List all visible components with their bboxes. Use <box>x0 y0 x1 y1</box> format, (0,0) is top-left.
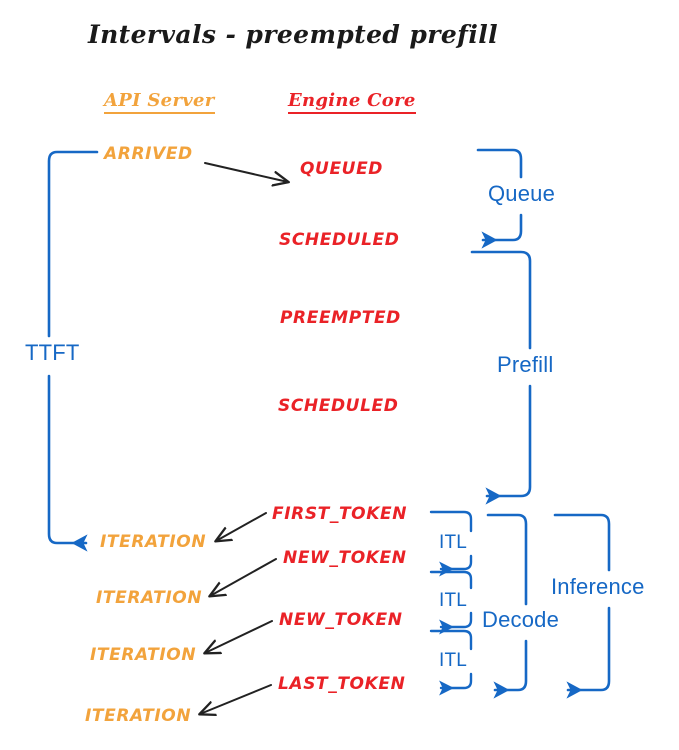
interval-label-queue: Queue <box>485 181 559 207</box>
state-arrived: ARRIVED <box>104 144 193 164</box>
column-header-engine-core-label: Engine Core <box>288 90 416 114</box>
interval-label-prefill: Prefill <box>494 352 557 378</box>
column-header-api-server-label: API Server <box>104 90 215 114</box>
state-new-token-2: NEW_TOKEN <box>279 610 403 630</box>
interval-label-inference: Inference <box>548 574 648 600</box>
state-scheduled-2: SCHEDULED <box>278 396 399 416</box>
state-scheduled-1: SCHEDULED <box>279 230 400 250</box>
column-header-api-server: API Server <box>104 90 215 114</box>
state-iteration-4: ITERATION <box>85 706 192 726</box>
decode-bracket <box>486 513 528 699</box>
interval-label-decode: Decode <box>479 607 563 633</box>
state-queued: QUEUED <box>300 159 383 179</box>
column-header-engine-core: Engine Core <box>288 90 416 114</box>
arrow-last-token-to-iteration-4 <box>200 684 272 714</box>
arrow-new-token-to-iteration-3 <box>205 620 273 653</box>
state-iteration-2: ITERATION <box>96 588 203 608</box>
arrow-first-token-to-iteration <box>216 512 267 541</box>
interval-label-ttft: TTFT <box>22 340 83 366</box>
state-new-token-1: NEW_TOKEN <box>283 548 407 568</box>
state-preempted: PREEMPTED <box>280 308 401 328</box>
interval-label-itl-3: ITL <box>437 650 470 672</box>
interval-label-itl-2: ITL <box>437 590 470 612</box>
inference-bracket <box>553 513 611 699</box>
state-iteration-3: ITERATION <box>90 645 197 665</box>
page-title: Intervals - preempted prefill <box>88 20 499 49</box>
state-first-token: FIRST_TOKEN <box>272 504 408 524</box>
transition-arrows <box>200 162 288 714</box>
interval-label-itl-1: ITL <box>437 532 470 554</box>
arrow-new-token-to-iteration-2 <box>210 558 277 596</box>
state-last-token: LAST_TOKEN <box>278 674 406 694</box>
state-iteration-1: ITERATION <box>100 532 207 552</box>
arrow-arrived-to-queued <box>204 162 288 182</box>
